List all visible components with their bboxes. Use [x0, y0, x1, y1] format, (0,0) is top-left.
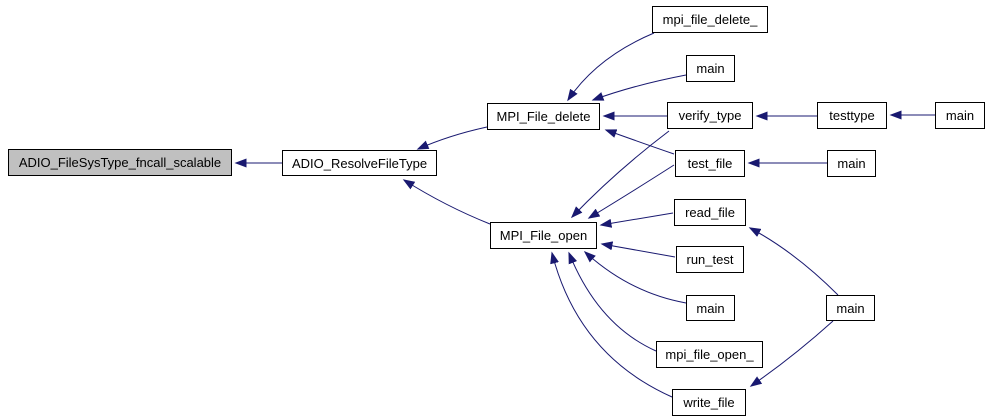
- node-verify-type[interactable]: verify_type: [667, 102, 753, 129]
- node-write-file[interactable]: write_file: [672, 389, 746, 416]
- node-main-open-caller[interactable]: main: [686, 295, 735, 321]
- edge-test-file-to-file-delete: [604, 129, 675, 155]
- edge-main-to-file-delete: [591, 74, 687, 101]
- node-mpi-file-open[interactable]: MPI_File_open: [490, 222, 597, 249]
- node-main-test-file-caller[interactable]: main: [827, 150, 876, 177]
- node-main-testtype-caller[interactable]: main: [935, 102, 985, 129]
- edge-verify-type-to-file-open: [570, 130, 670, 219]
- edge-read-file-to-file-open: [599, 212, 674, 228]
- node-read-file[interactable]: read_file: [674, 199, 746, 226]
- edge-file-delete-to-resolvefiletype: [416, 126, 488, 150]
- node-main-read-write-caller[interactable]: main: [826, 295, 875, 321]
- node-mpi-file-open-underscore[interactable]: mpi_file_open_: [656, 341, 763, 368]
- node-mpi-file-delete-underscore[interactable]: mpi_file_delete_: [652, 6, 768, 33]
- edge-run-test-to-file-open: [600, 241, 676, 258]
- edge-mpi-file-delete_-to-file-delete: [567, 32, 655, 102]
- node-adio-filesystype-fncall-scalable: ADIO_FileSysType_fncall_scalable: [8, 149, 232, 176]
- edge-main-to-file-open: [583, 250, 687, 304]
- node-main-delete-caller[interactable]: main: [686, 55, 735, 82]
- edge-file-open-to-resolvefiletype: [402, 179, 491, 225]
- edge-mpi-file-open_-to-file-open: [568, 251, 657, 352]
- edge-write-file-to-file-open: [550, 251, 673, 398]
- node-run-test[interactable]: run_test: [676, 246, 744, 273]
- node-test-file[interactable]: test_file: [675, 150, 745, 177]
- node-adio-resolvefiletype[interactable]: ADIO_ResolveFileType: [282, 150, 437, 176]
- edge-main-to-write-file: [749, 320, 834, 387]
- node-mpi-file-delete[interactable]: MPI_File_delete: [487, 103, 600, 130]
- node-testtype[interactable]: testtype: [817, 102, 887, 129]
- edge-main-to-read-file: [748, 227, 839, 296]
- edge-test-file-to-file-open: [587, 164, 675, 219]
